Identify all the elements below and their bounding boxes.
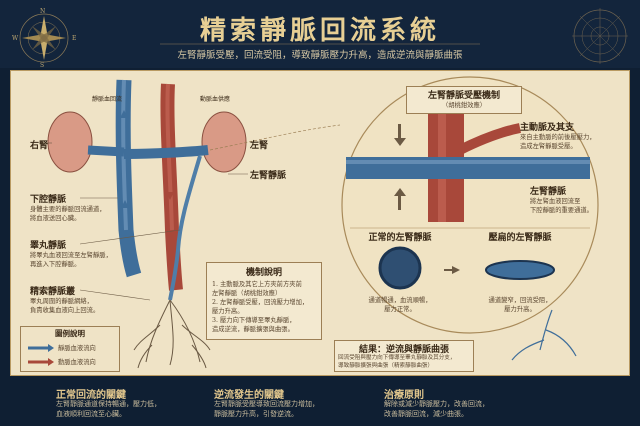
mechanism-box [206,262,322,340]
header-banner [0,0,640,68]
legend-title: 圖例說明 [55,329,85,338]
result-title: 結果：逆流與靜脈曲張 [358,345,449,355]
result-varicose-icon [511,309,577,361]
footer-treatment-desc-1: 解除或減少靜脈壓力，改善回流， [384,400,489,408]
footer-bar [0,378,640,426]
zoom-lrv-desc-1: 將左腎血液回流至 [530,198,581,205]
right-kidney-label: 右腎 [30,141,49,151]
testicular-vein [168,155,202,301]
ivc-title: 下腔靜脈 [30,195,67,205]
testicular-vein-desc-1: 將睪丸血液回流至左腎靜脈， [30,252,112,259]
left-renal-vein-label: 左腎靜脈 [250,171,287,181]
ivc-flow-label: 靜脈血回流 [92,96,123,103]
testicular-vein-desc-2: 再進入下腔靜脈。 [30,261,81,268]
zoom-title: 左腎靜脈受壓機制 [427,91,500,101]
right-kidney [47,111,93,173]
footer-normal-desc-1: 左腎靜脈通道保持暢通，壓力低， [56,400,161,408]
zoom-sma [457,123,522,155]
pressure-arrows [394,124,406,210]
compressed-vein-desc-2: 壓力升高。 [504,306,536,313]
venous-plexus [133,299,211,369]
zoom-lrv-desc-2: 下腔靜脈的重要通道。 [530,207,593,214]
left-kidney-label: 左腎 [250,141,269,151]
footer-reflux-desc-1: 左腎靜脈受壓導致回流壓力增加， [214,400,319,408]
result-desc-2: 導致靜脈擴張與曲張（精索靜脈曲張） [338,363,434,369]
mechanism-line: 造成逆流，靜脈擴張與曲張。 [212,326,294,333]
compass-south: S [40,62,45,69]
zoom-title-box [406,86,522,114]
compressed-vein-title: 壓扁的左腎靜脈 [488,233,552,243]
normal-vein-title: 正常的左腎靜脈 [368,233,432,243]
result-box [334,340,474,372]
mechanism-line: 3. 壓力向下傳導至睪丸靜脈， [212,317,296,324]
sma-desc-1: 來自主動脈的前後壓壓力， [520,134,596,141]
page-subtitle: 左腎靜脈受壓，回流受阻，導致靜脈壓力升高，造成逆流與靜脈曲張 [177,50,463,61]
plexus-desc-1: 睪丸周圍的靜脈網絡， [30,298,93,305]
compressed-vein-cross-section [485,260,555,280]
footer-treatment-desc-2: 改善靜脈回流，減少曲張。 [384,410,468,418]
mechanism-line: 壓力升高。 [212,308,244,315]
legend-vein-label: 靜脈血液流向 [58,345,96,352]
aorta-flow-label: 動脈血供應 [200,96,231,103]
transition-arrow-icon [452,266,460,274]
footer-reflux-desc-2: 靜脈壓力升高，引發逆流。 [214,410,298,418]
footer-normal-title: 正常回流的關鍵 [56,390,126,401]
plexus-desc-2: 負責收集血液向上回流。 [30,307,100,314]
footer-reflux-title: 逆流發生的關鍵 [214,390,284,401]
compass-north: N [40,8,46,15]
venous-flow-arrows [120,110,129,208]
footer-normal-desc-2: 血液順利回流至心臟。 [56,410,126,418]
left-kidney [201,111,247,173]
plexus-title: 精索靜脈叢 [30,287,76,297]
footer-treatment-title: 治療原則 [384,390,424,401]
mechanism-line: 1. 主動脈及其它上方夾前方夾前 [212,281,302,288]
compass-east: E [72,35,77,42]
result-desc-1: 回流受阻與壓力向下傳導至睪丸靜脈及其分支， [338,355,456,361]
mechanism-title: 機制說明 [245,268,282,278]
sma-desc-2: 造成左腎靜脈受壓。 [520,143,577,150]
legend-box [20,326,120,372]
testicular-vein-title: 睪丸靜脈 [30,241,67,251]
ivc-desc-2: 將血液送回心臟。 [30,215,81,222]
page-title: 精索靜脈回流系統 [199,16,440,46]
normal-vein-desc-1: 通道暢通，血流順暢， [368,297,432,304]
zoom-subtitle: （胡桃鉗效應） [441,102,487,109]
compass-west: W [12,35,19,42]
mechanism-line: 左腎靜脈（胡桃鉗效應） [212,290,282,297]
arterial-flow-arrows [166,192,174,200]
sma-title: 主動脈及其支 [520,123,575,133]
ivc-desc-1: 身體主要的靜脈回流通道， [30,206,106,213]
legend-artery-label: 動脈血液流向 [58,359,96,366]
zoom-lrv-title: 左腎靜脈 [530,187,567,197]
mechanism-line: 2. 左腎靜脈受壓，回流壓力增加， [212,299,309,306]
compass-rose-icon [19,13,69,63]
astrolabe-icon [572,8,628,64]
normal-vein-cross-section [378,246,422,290]
normal-vein-desc-2: 壓力正常。 [384,306,416,313]
compressed-vein-desc-1: 通道變窄，回流受阻， [488,297,552,304]
left-renal-vein [123,145,209,159]
